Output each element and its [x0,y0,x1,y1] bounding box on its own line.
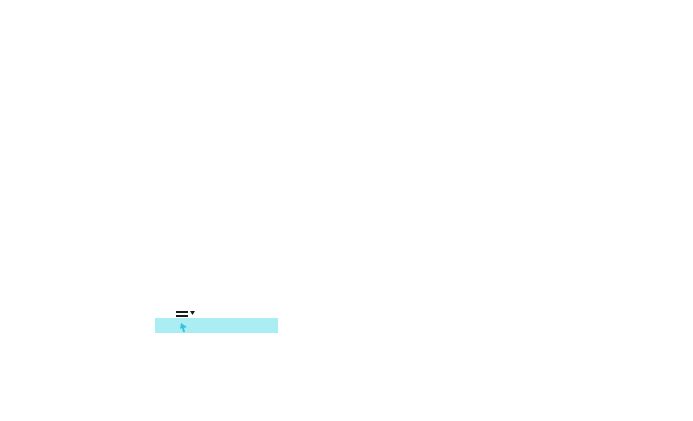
selection-highlight[interactable] [155,318,278,333]
caret-mark-icon [180,319,191,332]
